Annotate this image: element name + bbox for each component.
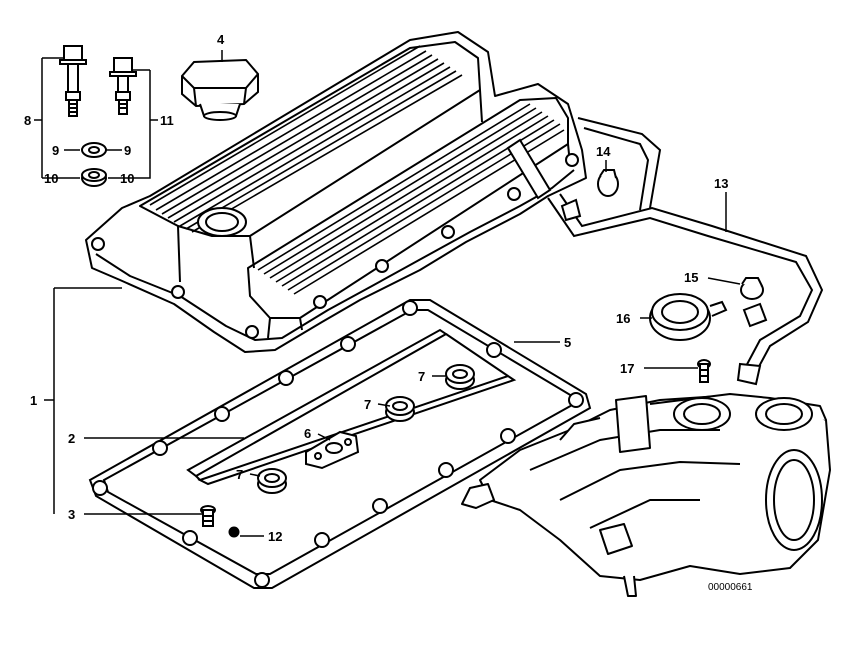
- callout-12: 12: [268, 529, 282, 544]
- hose-clamp-15: [740, 277, 764, 300]
- cover-bolts: [59, 45, 137, 117]
- bolt-3: [200, 505, 216, 527]
- intake-manifold: [461, 393, 831, 597]
- callout-labels: 1 2 3 4 5 6 7 7 7 8 9 9 10 10 11 12 13 1…: [24, 32, 753, 593]
- callout-11: 11: [160, 113, 174, 128]
- callout-17: 17: [620, 361, 634, 376]
- callout-16: 16: [616, 311, 630, 326]
- callout-10b: 10: [120, 171, 134, 186]
- grommet-16: [649, 293, 728, 341]
- callout-15: 15: [684, 270, 698, 285]
- bolt-washers: [81, 142, 107, 187]
- callout-10a: 10: [44, 171, 58, 186]
- breather-stub: [506, 138, 552, 200]
- oil-filler-cap: [181, 58, 259, 121]
- spark-plug-seals: [257, 364, 475, 494]
- callout-4: 4: [217, 32, 225, 47]
- callout-7a: 7: [236, 467, 243, 482]
- callout-9a: 9: [52, 143, 59, 158]
- seal-plate: [305, 430, 360, 470]
- callout-9b: 9: [124, 143, 131, 158]
- callout-7c: 7: [418, 369, 425, 384]
- callout-6: 6: [304, 426, 311, 441]
- callout-14: 14: [596, 144, 611, 159]
- oil-filler-opening: [197, 207, 247, 237]
- callout-8: 8: [24, 113, 31, 128]
- callout-3: 3: [68, 507, 75, 522]
- screw-17: [697, 359, 711, 383]
- gasket-bolt-rings: [92, 300, 584, 588]
- callout-7b: 7: [364, 397, 371, 412]
- breather-hose: [547, 117, 824, 386]
- hose-clamp-14: [597, 169, 619, 197]
- callout-13: 13: [714, 176, 728, 191]
- cover-ribs: [149, 45, 565, 295]
- drawing-code: 00000661: [708, 582, 753, 593]
- callout-2: 2: [68, 431, 75, 446]
- leader-lines: [34, 50, 741, 537]
- cover-bolt-bosses: [91, 153, 579, 339]
- callout-1: 1: [30, 393, 37, 408]
- callout-5: 5: [564, 335, 571, 350]
- seal-12: [228, 526, 240, 538]
